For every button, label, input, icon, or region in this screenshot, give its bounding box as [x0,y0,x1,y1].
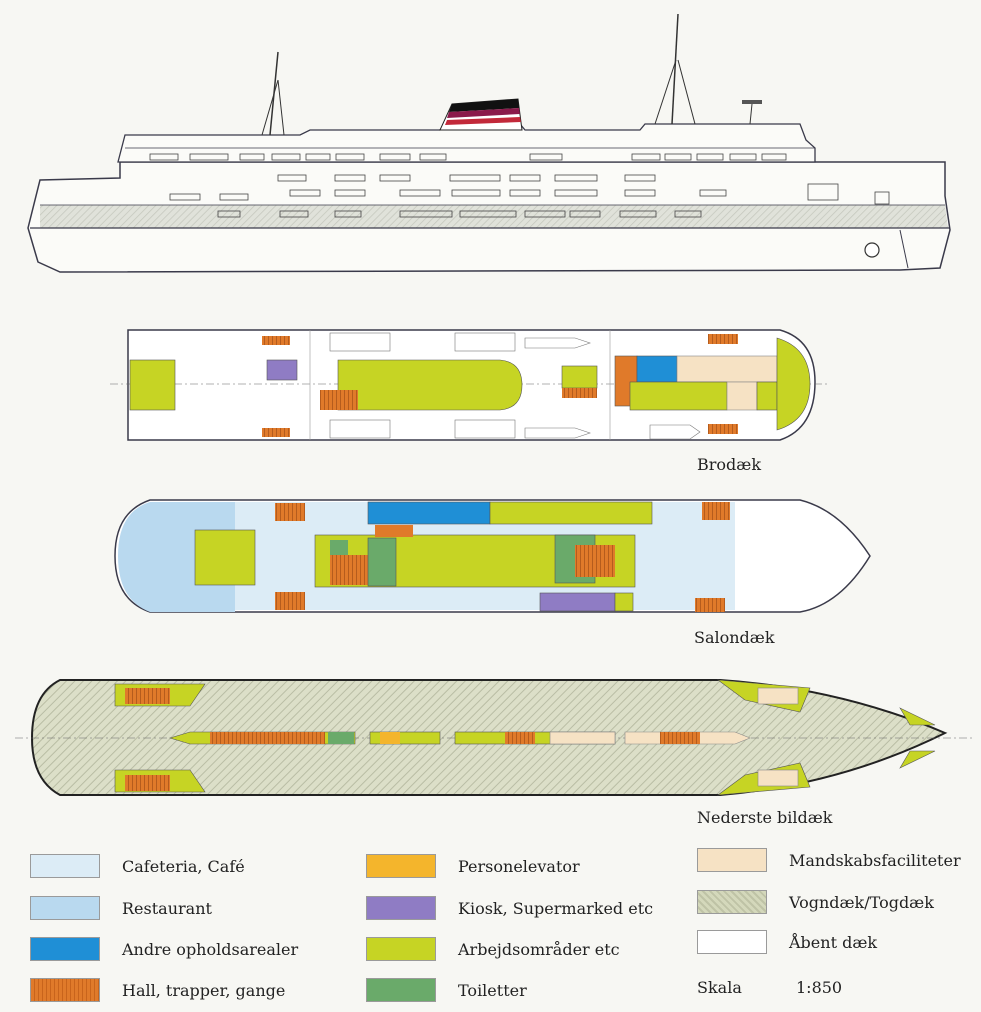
deck-label-nederste-bildaek: Nederste bildæk [697,808,833,827]
salondaek-deck-plan [114,499,871,613]
deck-label-salondaek: Salondæk [694,628,775,647]
ship-side-elevation [27,13,951,273]
brodaek-deck-plan [110,329,830,441]
deck-label-brodaek: Brodæk [697,455,762,474]
nederste-bildaek-deck-plan [15,679,975,796]
